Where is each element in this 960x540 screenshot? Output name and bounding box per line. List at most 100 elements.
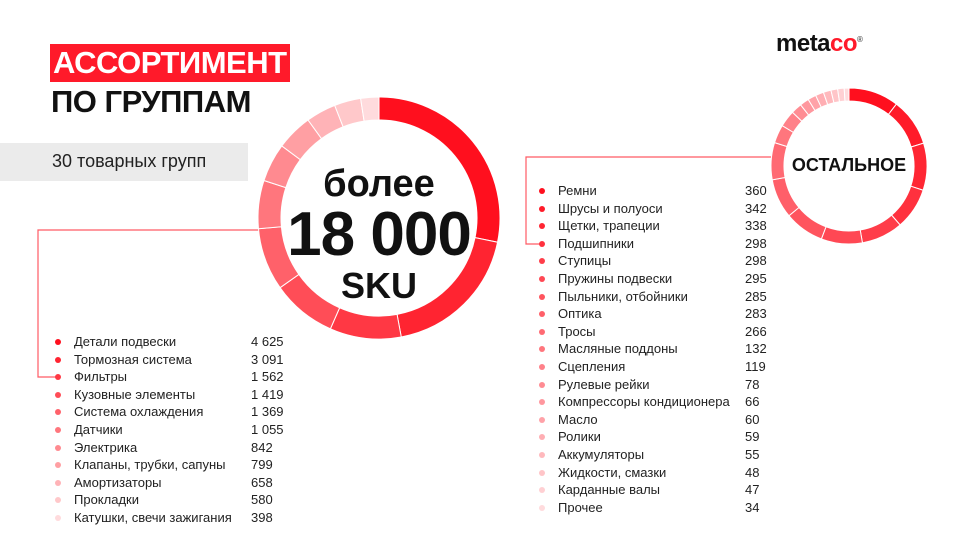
legend-dot-icon <box>55 514 61 521</box>
connector-line-rest <box>525 156 771 245</box>
legend-label: Ступицы <box>558 253 612 269</box>
legend-dot-icon <box>539 275 545 282</box>
subtitle: 30 товарных групп <box>52 151 207 171</box>
legend-dot-icon <box>539 469 545 476</box>
legend-item: Тормозная система 3 091 <box>55 351 285 369</box>
legend-value: 1 055 <box>251 421 284 437</box>
legend-dot-icon <box>539 504 545 511</box>
legend-value: 799 <box>251 457 273 473</box>
legend-dot-icon <box>55 391 61 398</box>
legend-label: Оптика <box>558 306 602 322</box>
legend-dot-icon <box>539 328 545 335</box>
subtitle-banner: 30 товарных групп <box>0 143 248 181</box>
legend-dot-icon <box>539 434 545 441</box>
legend-dot-icon <box>55 374 61 381</box>
legend-value: 285 <box>745 288 767 304</box>
legend-item: Пыльники, отбойники 285 <box>539 288 769 306</box>
donut-slice-1-1 <box>887 103 925 148</box>
legend-label: Клапаны, трубки, сапуны <box>74 457 226 473</box>
legend-dot-icon <box>539 363 545 370</box>
legend-label: Щетки, трапеции <box>558 218 660 234</box>
legend-label: Компрессоры кондиционера <box>558 394 730 410</box>
legend-dot-icon <box>539 346 545 353</box>
legend-dot-icon <box>539 205 545 212</box>
legend-label: Пыльники, отбойники <box>558 288 688 304</box>
legend-label: Аккумуляторы <box>558 446 645 462</box>
legend-label: Пружины подвески <box>558 270 673 286</box>
legend-value: 48 <box>745 464 760 480</box>
legend-label: Прокладки <box>74 492 139 508</box>
legend-label: Датчики <box>74 421 123 437</box>
legend-dot-icon <box>55 462 61 469</box>
main-donut-line1: более <box>323 163 435 205</box>
title-highlight: АССОРТИМЕНТ <box>50 44 290 82</box>
legend-dot-icon <box>539 451 545 458</box>
main-donut <box>257 96 501 340</box>
main-donut-line3: SKU <box>340 265 417 306</box>
donut-slice-1-7 <box>771 176 800 217</box>
rest-donut-label: ОСТАЛЬНОЕ <box>791 155 907 175</box>
legend-label: Катушки, свечи зажигания <box>74 509 232 525</box>
legend-dot-icon <box>539 258 545 265</box>
legend-label: Тормозная система <box>74 351 192 367</box>
legend-label: Рулевые рейки <box>558 376 650 392</box>
legend-item: Клапаны, трубки, сапуны 799 <box>55 456 285 474</box>
legend-value: 842 <box>251 439 273 455</box>
donut-slice-1-3 <box>890 185 924 226</box>
legend-dot-icon <box>55 497 61 504</box>
legend-dot-icon <box>55 426 61 433</box>
legend-value: 283 <box>745 306 767 322</box>
legend-value: 1 562 <box>251 369 284 385</box>
legend-label: Ремни <box>558 183 597 198</box>
legend-dot-icon <box>539 399 545 406</box>
legend-label: Система охлаждения <box>74 404 204 420</box>
legend-dot-icon <box>55 479 61 486</box>
legend-label: Масло <box>558 411 598 427</box>
legend-dot-icon <box>539 416 545 423</box>
legend-item: Датчики 1 055 <box>55 421 285 439</box>
donut-slice-1-18 <box>843 87 850 102</box>
connector-line-main <box>37 229 266 378</box>
donut-slice-1-5 <box>820 226 864 245</box>
legend-value: 3 091 <box>251 351 284 367</box>
legend-dot-icon <box>539 188 545 194</box>
legend-dot-icon <box>55 409 61 416</box>
legend-value: 59 <box>745 429 760 445</box>
legend-label: Карданные валы <box>558 482 661 498</box>
donut-slice-0-2 <box>329 307 402 340</box>
logo-text-accent: co <box>830 30 858 57</box>
legend-dot-icon <box>55 444 61 451</box>
legend-dot-icon <box>539 487 545 494</box>
donut-slice-0-10 <box>360 96 380 122</box>
legend-label: Тросы <box>558 323 596 339</box>
legend-label: Ролики <box>558 429 601 445</box>
legend-item: Оптика 283 <box>539 305 769 323</box>
legend-label: Амортизаторы <box>74 474 162 490</box>
legend-value: 119 <box>745 358 766 374</box>
legend-value: 34 <box>745 499 760 515</box>
legend-value: 360 <box>745 183 767 198</box>
legend-label: Электрика <box>74 439 138 455</box>
legend-dot-icon <box>539 223 545 230</box>
